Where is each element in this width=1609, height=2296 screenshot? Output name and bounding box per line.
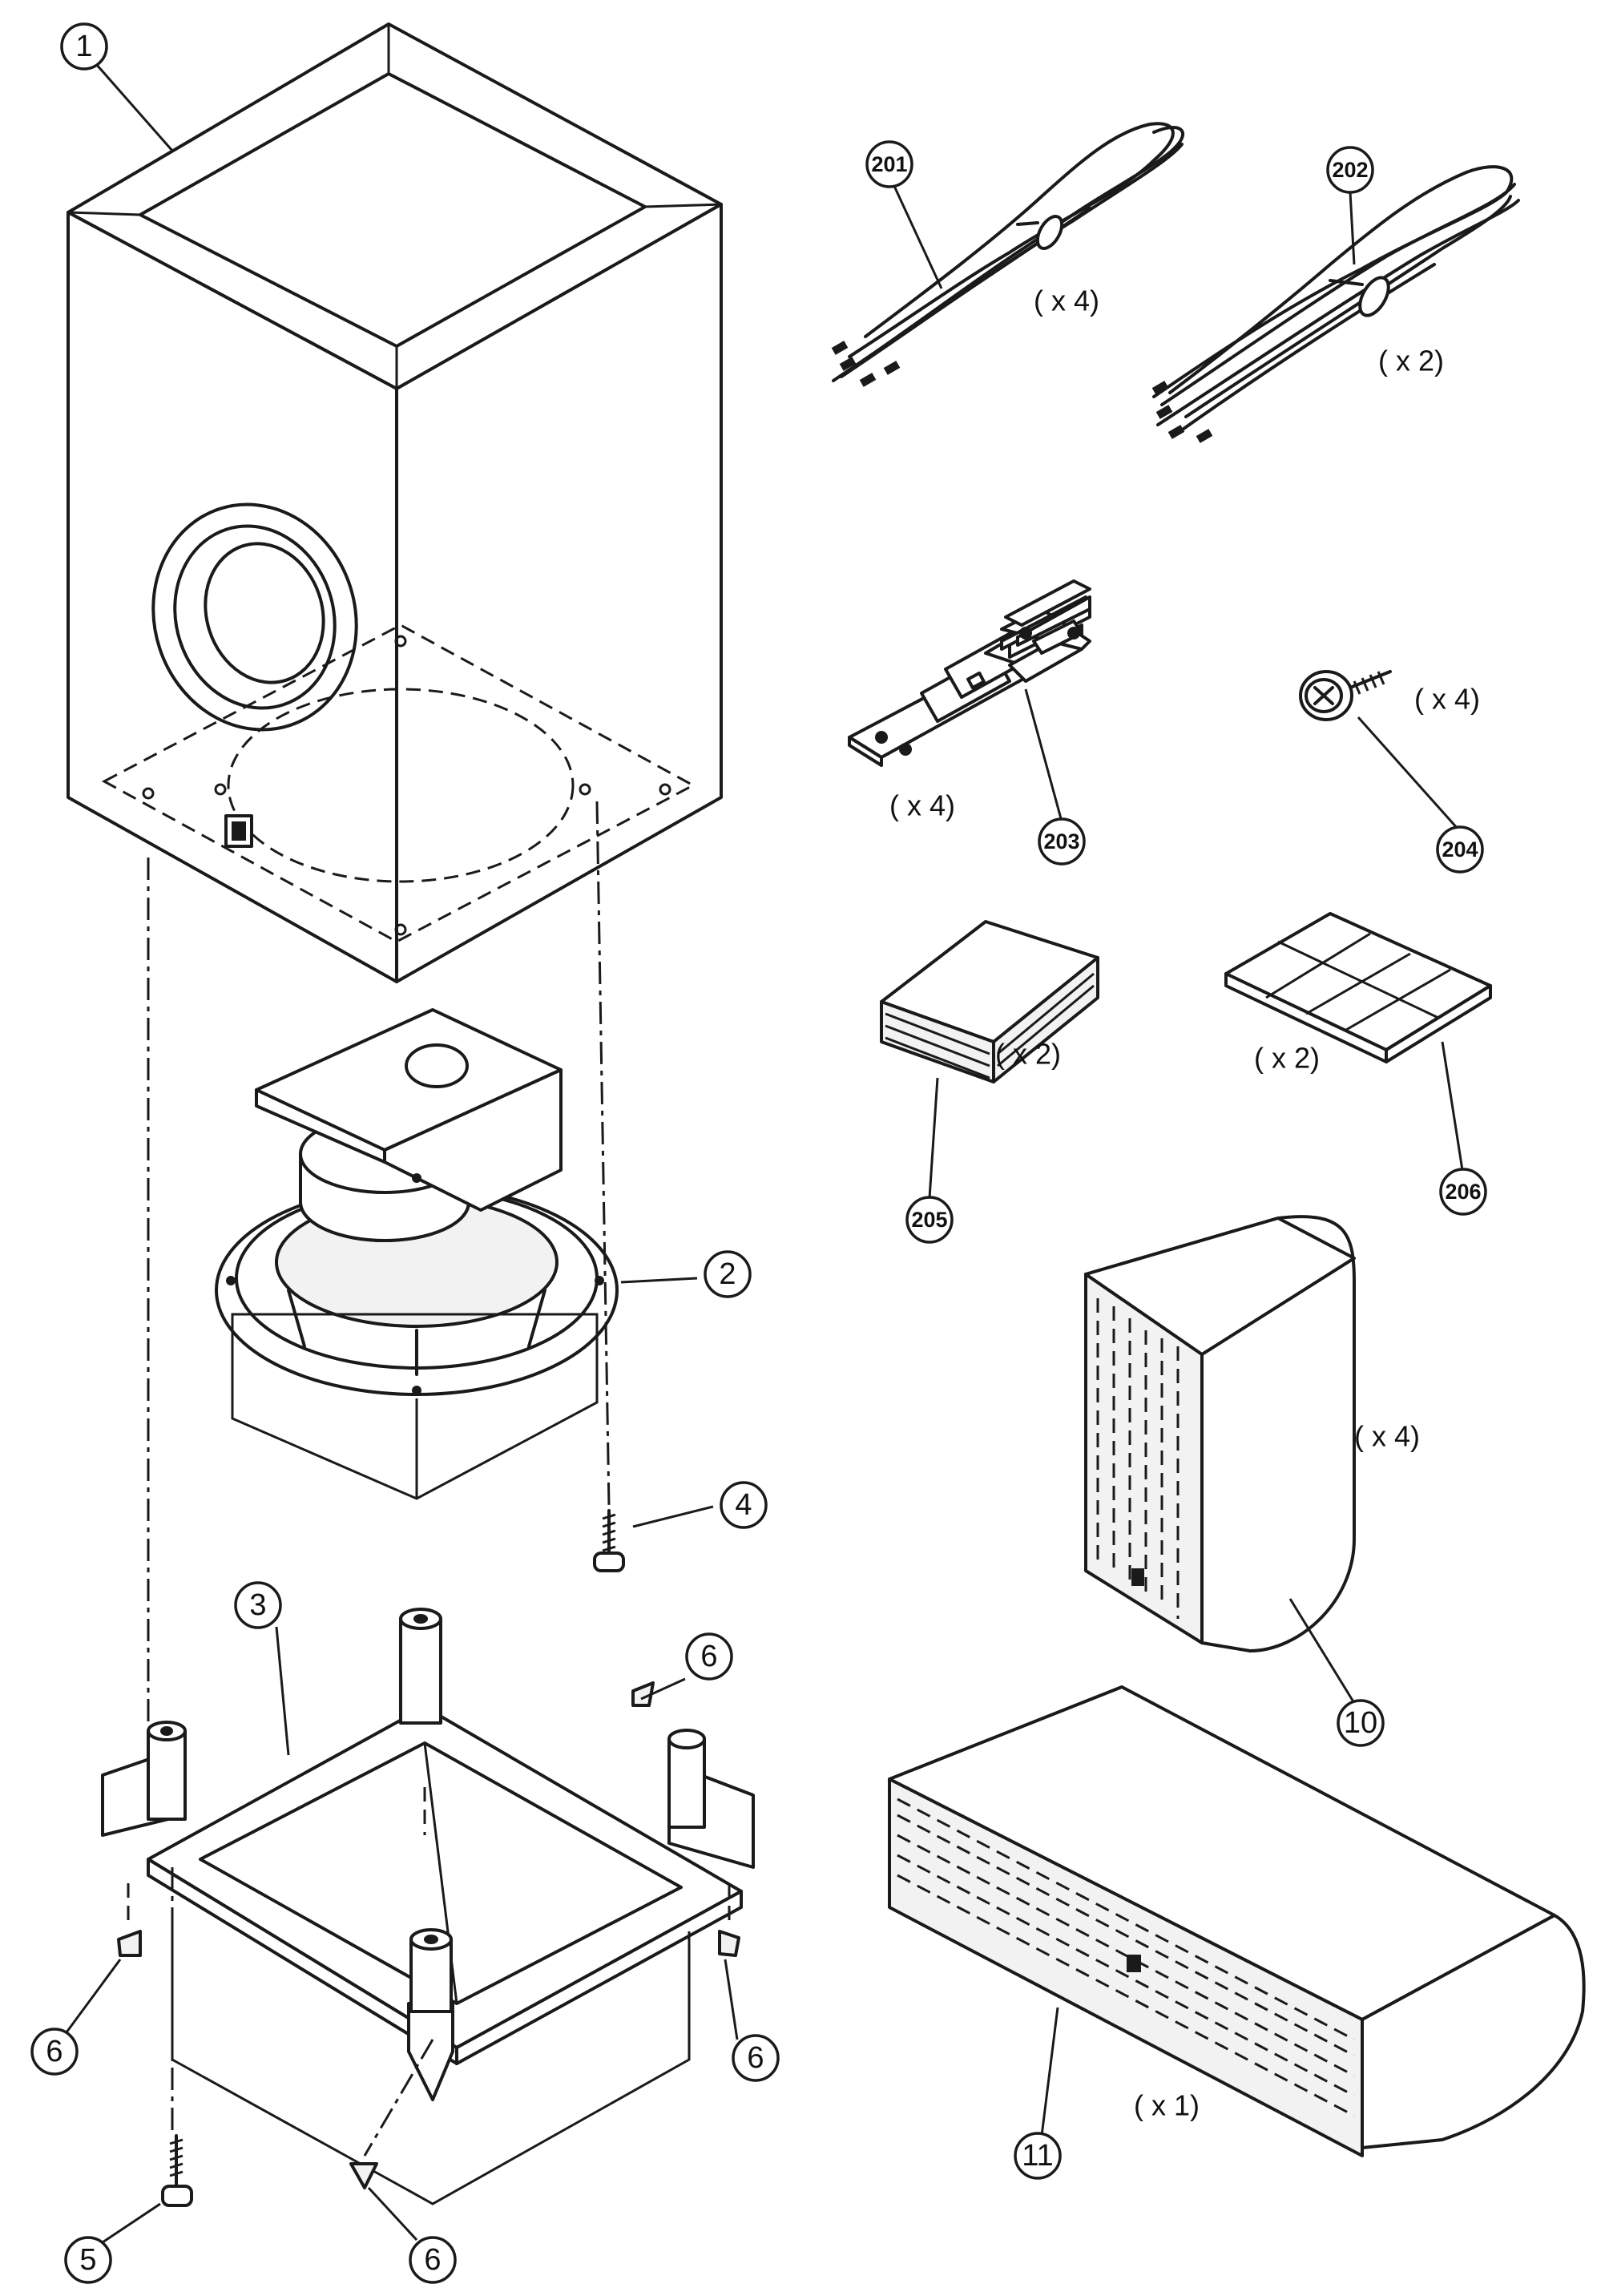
part-callout: 11 xyxy=(1014,2132,1062,2180)
callout-number: 2 xyxy=(719,1257,736,1291)
part-callout: 6 xyxy=(732,2034,780,2082)
callout-number: 1 xyxy=(75,30,92,63)
woofer-driver xyxy=(215,1008,619,1500)
callout-number: 6 xyxy=(747,2041,764,2075)
stand-base xyxy=(101,1608,755,2205)
alignment-lines xyxy=(127,801,731,2157)
callout-number: 11 xyxy=(1022,2139,1053,2173)
part-callout: 6 xyxy=(685,1632,733,1681)
part-callout: 2 xyxy=(704,1250,752,1298)
quantity-label: ( x 4) xyxy=(1034,284,1099,317)
quantity-label: ( x 4) xyxy=(1414,683,1480,716)
callout-number: 206 xyxy=(1445,1180,1481,1204)
part-callout: 206 xyxy=(1439,1168,1487,1216)
part-callout: 10 xyxy=(1337,1699,1385,1747)
mounting-bracket-203 xyxy=(848,579,1091,767)
screw-4 xyxy=(593,1509,625,1572)
quantity-label: ( x 1) xyxy=(1134,2089,1200,2122)
center-speaker-11 xyxy=(888,1685,1586,2157)
quantity-label: ( x 2) xyxy=(1378,345,1444,377)
part-callout: 6 xyxy=(409,2236,457,2284)
callout-number: 203 xyxy=(1043,829,1079,853)
part-callout: 201 xyxy=(865,140,913,188)
part-callout: 1 xyxy=(60,22,108,71)
leader-lines xyxy=(63,63,1464,2246)
part-callout: 4 xyxy=(720,1481,768,1529)
rubber-feet-sheet-206 xyxy=(1224,912,1492,1063)
quantity-label: ( x 2) xyxy=(1254,1042,1320,1075)
callout-number: 6 xyxy=(700,1640,717,1673)
callout-number: 10 xyxy=(1344,1706,1377,1740)
callout-number: 205 xyxy=(911,1208,947,1232)
callout-number: 6 xyxy=(424,2243,441,2277)
quantity-label: ( x 2) xyxy=(995,1038,1061,1071)
part-callout: 204 xyxy=(1436,825,1484,874)
callout-number: 6 xyxy=(46,2035,63,2068)
speaker-cable-202 xyxy=(1151,165,1520,443)
callout-number: 5 xyxy=(79,2243,96,2277)
quantity-label: ( x 4) xyxy=(889,789,955,822)
callout-number: 201 xyxy=(871,152,907,176)
part-callout: 6 xyxy=(30,2028,79,2076)
part-callout: 202 xyxy=(1326,146,1374,194)
callout-number: 204 xyxy=(1442,837,1478,862)
part-callout: 205 xyxy=(905,1196,954,1244)
foam-pad-205 xyxy=(880,920,1099,1083)
quantity-label: ( x 4) xyxy=(1354,1420,1420,1453)
callout-number: 202 xyxy=(1332,158,1368,182)
subwoofer-cabinet xyxy=(67,22,723,983)
foot-pads xyxy=(117,1681,740,2189)
speaker-cable-201 xyxy=(831,122,1184,387)
part-callout: 203 xyxy=(1038,817,1086,866)
callout-number: 3 xyxy=(249,1588,266,1622)
satellite-speaker-10 xyxy=(1084,1215,1356,1652)
callout-number: 4 xyxy=(735,1488,752,1522)
part-callout: 5 xyxy=(64,2236,112,2284)
screw-with-washer-204 xyxy=(1299,670,1392,721)
part-callout: 3 xyxy=(234,1581,282,1629)
screw-5 xyxy=(161,2134,193,2207)
